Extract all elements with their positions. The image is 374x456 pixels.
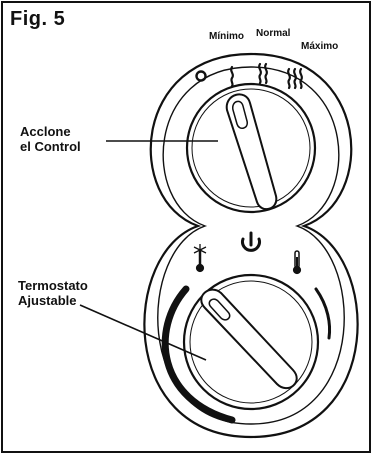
heat-wave-low-icon: [231, 67, 233, 86]
power-icon: [242, 233, 259, 250]
thermometer-cold-icon: [194, 244, 206, 272]
thermometer-hot-icon: [293, 251, 300, 274]
heat-wave-high-icon: [288, 69, 302, 88]
heat-wave-medium-icon: [259, 64, 267, 83]
circle-off-icon: [197, 72, 206, 81]
heat-selector-dial[interactable]: [187, 84, 315, 212]
thermostat-dial[interactable]: [184, 275, 318, 409]
